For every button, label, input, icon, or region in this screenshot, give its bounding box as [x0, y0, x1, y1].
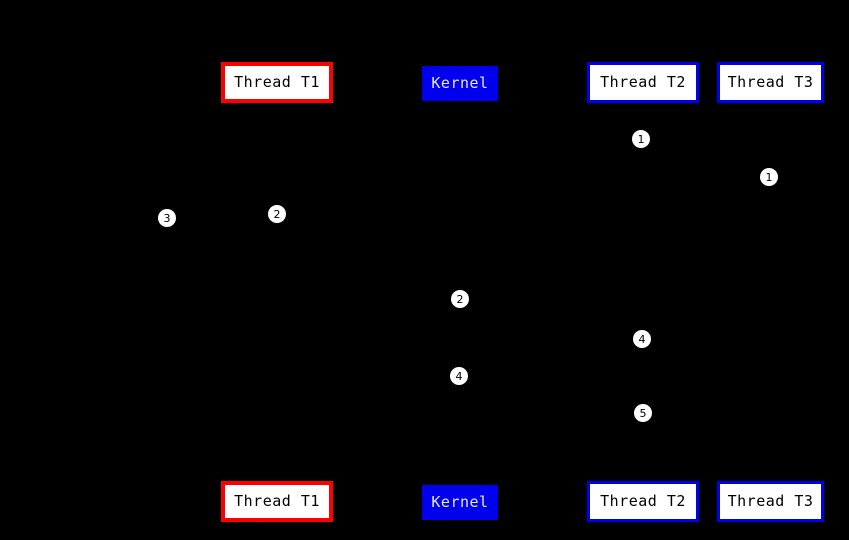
- participant-thread-t2-top[interactable]: Thread T2: [587, 62, 699, 103]
- step-circle: 2: [451, 290, 469, 308]
- message-arrow-7: [277, 376, 460, 377]
- step-number: 5: [639, 406, 647, 420]
- step-number: 1: [637, 132, 645, 146]
- lifeline-t2: [643, 103, 644, 481]
- message-arrow-6: [460, 339, 643, 340]
- step-circle: 5: [634, 404, 652, 422]
- participant-label: Thread T2: [600, 73, 686, 91]
- message-arrow-3: [277, 214, 460, 215]
- participant-thread-t2-bottom[interactable]: Thread T2: [587, 481, 699, 522]
- step-number: 4: [638, 332, 646, 346]
- step-circle: 4: [633, 330, 651, 348]
- step-number: 2: [273, 207, 281, 221]
- participant-label: Thread T3: [727, 492, 814, 510]
- step-circle: 1: [760, 168, 778, 186]
- participant-label: Thread T1: [234, 492, 320, 510]
- message-arrow-1: [460, 139, 643, 140]
- participant-label: Kernel: [431, 74, 489, 92]
- step-number: 4: [455, 369, 463, 383]
- participant-thread-t3-bottom[interactable]: Thread T3: [717, 481, 824, 522]
- participant-label: Kernel: [431, 493, 489, 511]
- message-arrow-2: [460, 177, 770, 178]
- participant-thread-t1-top[interactable]: Thread T1: [221, 62, 333, 103]
- step-circle: 2: [268, 205, 286, 223]
- lifeline-t1: [277, 103, 278, 481]
- step-number: 3: [163, 211, 171, 225]
- step-number: 2: [456, 292, 464, 306]
- participant-thread-t1-bottom[interactable]: Thread T1: [221, 481, 333, 522]
- participant-label: Thread T3: [727, 73, 814, 91]
- participant-thread-t3-top[interactable]: Thread T3: [717, 62, 824, 103]
- participant-kernel-top[interactable]: Kernel: [422, 66, 498, 101]
- participant-label: Thread T1: [234, 73, 320, 91]
- step-circle: 4: [450, 367, 468, 385]
- step-circle: 1: [632, 130, 650, 148]
- message-arrow-8: [460, 413, 643, 414]
- participant-label: Thread T2: [600, 492, 686, 510]
- lifeline-t3: [770, 103, 771, 481]
- message-arrow-5: [277, 299, 460, 300]
- step-circle: 3: [158, 209, 176, 227]
- step-number: 1: [765, 170, 773, 184]
- participant-kernel-bottom[interactable]: Kernel: [422, 485, 498, 520]
